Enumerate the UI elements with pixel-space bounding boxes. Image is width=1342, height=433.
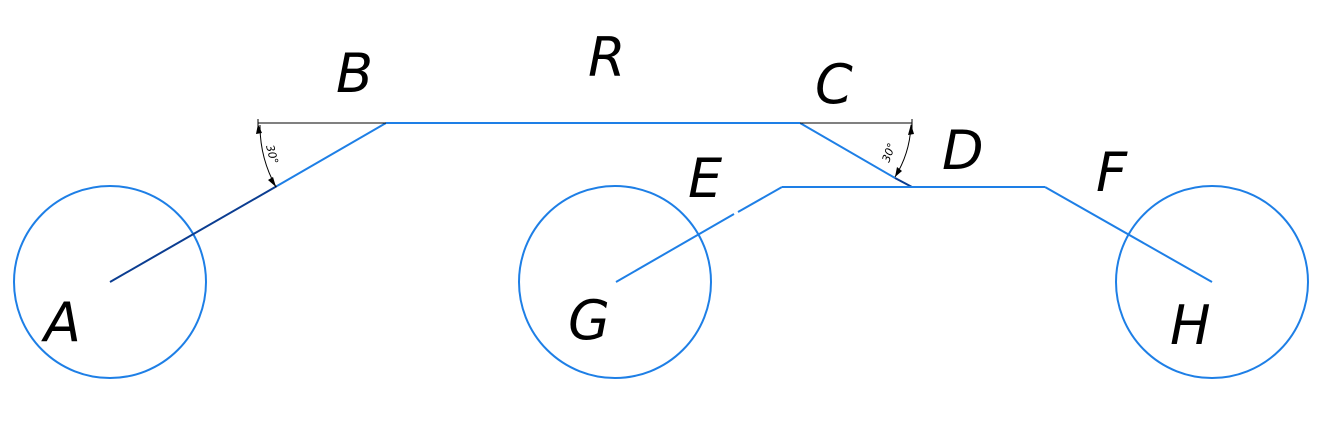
- label-c: C: [815, 53, 853, 116]
- dim-left-arrow-top: [256, 124, 262, 134]
- label-b: B: [336, 42, 373, 105]
- segment-a-b: [276, 122, 387, 187]
- circle-g: [518, 185, 712, 379]
- circle-a: [13, 185, 207, 379]
- angle-label-left: 30°: [263, 143, 281, 165]
- label-d: D: [942, 119, 984, 182]
- label-e: E: [688, 147, 723, 210]
- segment-f-h: [1044, 186, 1213, 283]
- segment-c-d: [799, 122, 896, 179]
- segment-a-b-dark: [109, 185, 278, 283]
- circle-h: [1115, 185, 1309, 379]
- dim-right-arrow-bottom: [895, 167, 902, 177]
- dim-left-arrow-bottom: [268, 177, 276, 187]
- label-h: H: [1170, 294, 1211, 357]
- segment-c-d-dark: [894, 177, 913, 188]
- segment-g-e: [615, 213, 735, 283]
- label-f: F: [1096, 141, 1128, 204]
- segment-e-bend: [737, 186, 783, 213]
- label-g: G: [568, 289, 610, 352]
- label-a: A: [41, 291, 81, 354]
- angle-label-right: 30°: [880, 141, 899, 164]
- label-r: R: [588, 26, 626, 89]
- dim-right-arrow-top: [908, 124, 914, 135]
